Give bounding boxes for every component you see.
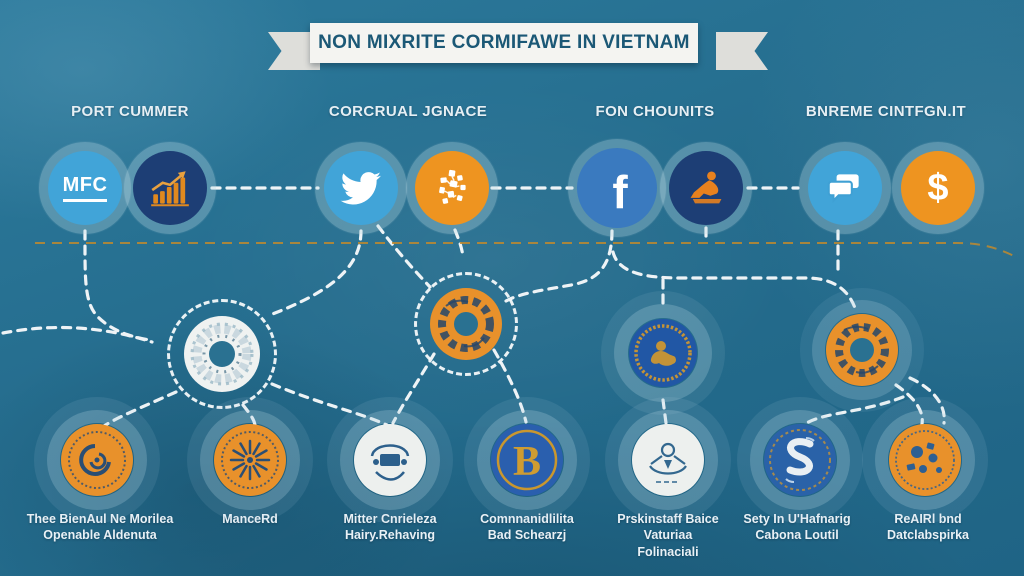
- label-line: Thee BienAul Ne Morilea: [26, 512, 174, 526]
- bottom-label-5: Prskinstaff Baice Vaturiaa Folinaciali: [617, 511, 718, 560]
- connector-facebook-to-wreath: [504, 229, 614, 303]
- puzzle-map-icon: [415, 151, 489, 225]
- label-line: Mitter Cnrieleza: [343, 512, 437, 526]
- facebook-letter: f: [612, 166, 628, 218]
- twitter-bird-graphic: [340, 171, 381, 204]
- connector-mfc-to-ring1: [83, 229, 152, 342]
- dollar-sign: $: [927, 167, 949, 209]
- label-line: Hairy.Rehaving: [344, 528, 436, 543]
- bottom-label-3: Mitter Cnrieleza Hairy.Rehaving: [343, 511, 436, 544]
- column-header-2: CORCRUAL JGNACE: [328, 103, 488, 120]
- connector-seal-to-seal5: [661, 398, 668, 425]
- label-line: Openable Aldenuta: [43, 528, 157, 543]
- white-rope-ring-graphic: [184, 316, 260, 392]
- label-line: Cabona Loutil: [755, 528, 839, 543]
- white-relief-seal: [353, 423, 427, 497]
- connector-ring1-to-seal3: [270, 382, 389, 427]
- facebook-icon: f: [577, 148, 657, 228]
- blue-wave-seal-graphic: [764, 424, 836, 496]
- column-header-3: FON CHOUNITS: [595, 103, 715, 120]
- working-figure-graphic: [690, 171, 722, 204]
- bottom-label-7: ReAIRl bnd Datclabspirka: [887, 511, 969, 544]
- title-banner: NON MIXRITE CORMIFAWE IN VIETNAM: [310, 23, 698, 63]
- label-line: Sety In U'Hafnarig: [743, 512, 851, 526]
- label-line: Vaturiaa: [643, 528, 693, 543]
- twitter-bird-icon: [324, 151, 398, 225]
- bottom-label-6: Sety In U'Hafnarig Cabona Loutil: [743, 511, 850, 544]
- connector-facebook-to-wreath2: [611, 250, 857, 310]
- orange-wreath-ring-2-emblem: [825, 313, 899, 387]
- puzzle-map-graphic: [439, 169, 466, 204]
- orange-swirl-seal-graphic: [61, 424, 133, 496]
- growth-chart-icon: [133, 151, 207, 225]
- connector-twitter-to-ring1: [268, 229, 363, 317]
- white-relief-seal-graphic: [354, 424, 426, 496]
- b-letter: B: [513, 439, 541, 485]
- orange-blue-map-seal: [888, 423, 962, 497]
- label-line: Comnnanidlilita: [480, 512, 574, 526]
- label-line: Bad Schearzj: [487, 528, 567, 543]
- orange-wreath-ring-2-graphic: [826, 314, 898, 386]
- orange-blue-map-seal-graphic: [889, 424, 961, 496]
- gold-divider-line: [35, 242, 1015, 257]
- bottom-label-2: ManceRd: [222, 511, 278, 527]
- blue-gold-b-seal-graphic: B: [491, 424, 563, 496]
- connector-wreath2-to-seal7b: [908, 376, 946, 425]
- orange-wreath-ring-emblem: [414, 272, 518, 376]
- label-line: Datclabspirka: [887, 528, 969, 543]
- orange-burst-seal: [213, 423, 287, 497]
- connector-wreath-to-seal3: [391, 352, 436, 425]
- mfc-badge-icon: MFC: [48, 151, 122, 225]
- label-line: Folinaciali: [637, 544, 699, 559]
- connector-wreath2-to-seal6: [803, 395, 905, 426]
- label-line: ReAIRl bnd: [894, 512, 962, 526]
- connector-wreath2-to-seal7a: [894, 383, 924, 426]
- label-line: Prskinstaff Baice: [617, 512, 719, 526]
- connector-twitter-to-wreath: [376, 224, 432, 289]
- orange-wreath-ring-graphic: [430, 288, 502, 360]
- blue-gold-seal-graphic: [629, 319, 697, 387]
- white-blue-crest-seal-graphic: [632, 424, 704, 496]
- column-header-1: PORT CUMMER: [71, 103, 189, 120]
- white-rope-ring-emblem: [167, 299, 277, 409]
- blue-gold-b-seal: B: [490, 423, 564, 497]
- connector-ring1-to-seal1: [102, 390, 178, 428]
- connector-ring1-to-seal2: [241, 403, 257, 427]
- orange-burst-seal-graphic: [214, 424, 286, 496]
- chat-bubbles-graphic: [827, 174, 859, 204]
- connector-leftedge-to-ring1: [1, 325, 154, 344]
- page-title: NON MIXRITE CORMIFAWE IN VIETNAM: [318, 32, 690, 53]
- orange-swirl-seal: [60, 423, 134, 497]
- mfc-label: MFC: [62, 174, 108, 202]
- white-blue-crest-seal: [631, 423, 705, 497]
- growth-chart-graphic: [151, 171, 189, 207]
- column-header-4: BNREME CINTFGN.IT: [805, 103, 967, 120]
- working-figure-icon: [669, 151, 743, 225]
- bottom-label-1: Thee BienAul Ne Morilea Openable Aldenut…: [27, 511, 174, 544]
- dollar-coin-icon: $: [901, 151, 975, 225]
- blue-gold-seal-emblem: [628, 318, 698, 388]
- label-line: ManceRd: [222, 512, 278, 526]
- bottom-label-4: Comnnanidlilita Bad Schearzj: [480, 511, 574, 544]
- blue-wave-seal: [763, 423, 837, 497]
- chat-bubbles-icon: [808, 151, 882, 225]
